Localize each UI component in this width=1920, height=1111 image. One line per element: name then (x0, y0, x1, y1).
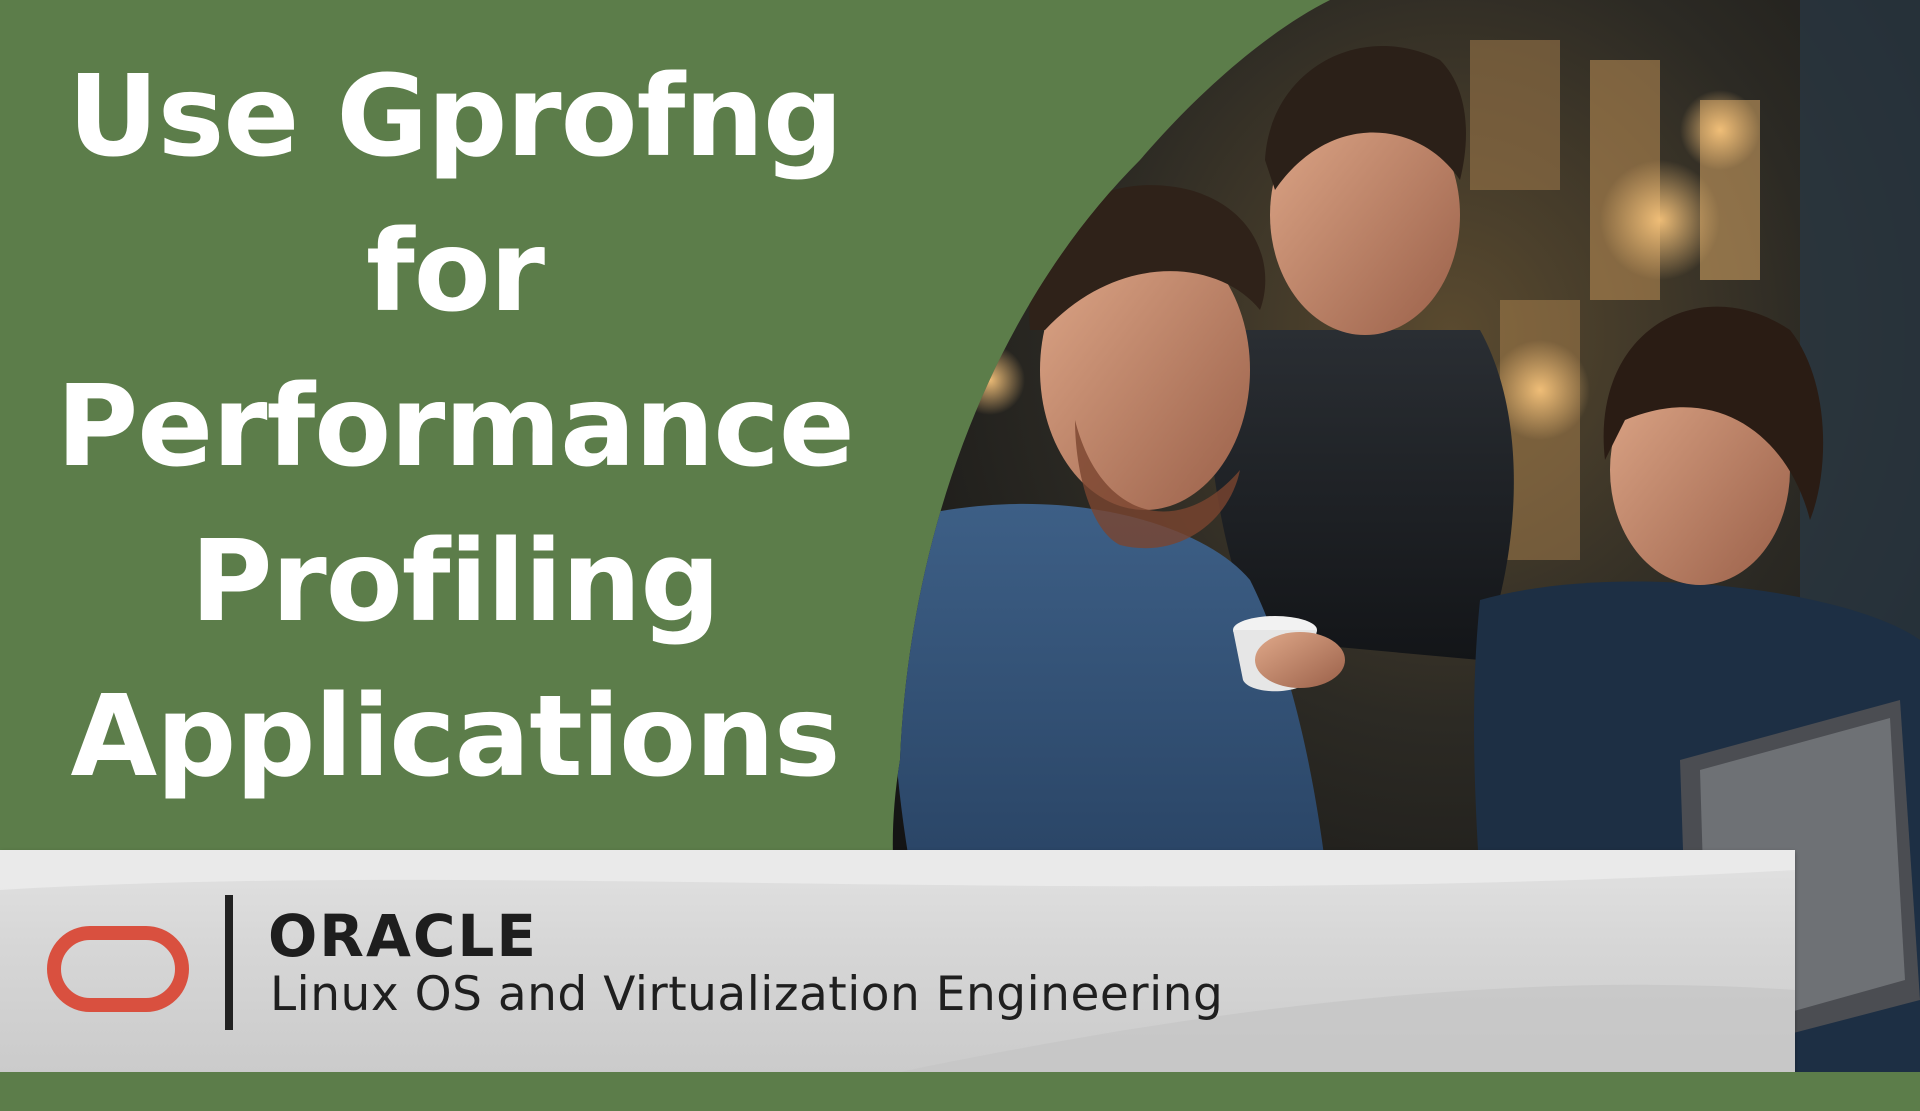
brand-name: ORACLE (268, 902, 538, 970)
title-line-3: Performance (56, 362, 855, 492)
title-line-5: Applications (70, 672, 840, 802)
title-line-2: for (366, 207, 545, 337)
bottom-green-strip (0, 1072, 1920, 1111)
page-title: Use Gprofng for Performance Profiling Ap… (30, 40, 880, 815)
brand-tagline: Linux OS and Virtualization Engineering (270, 967, 1224, 1022)
title-line-4: Profiling (190, 517, 720, 647)
oracle-logo-icon (47, 926, 189, 1012)
title-line-1: Use Gprofng (67, 52, 843, 182)
logo-divider (225, 895, 233, 1030)
